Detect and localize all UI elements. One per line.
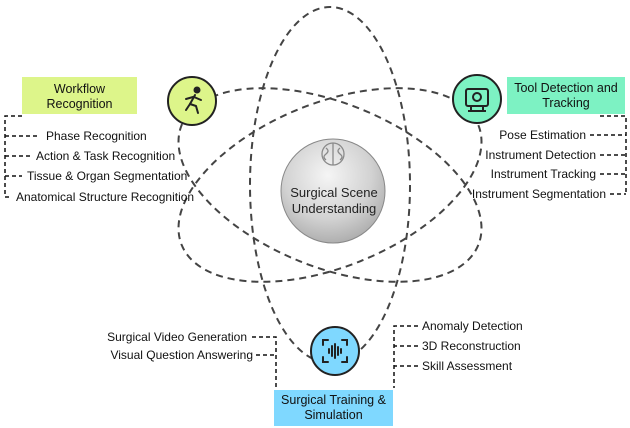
- workflow-item-phase: Phase Recognition: [46, 129, 147, 143]
- tool-title-box: Tool Detection and Tracking: [507, 77, 625, 114]
- training-title-line2: Simulation: [304, 408, 363, 422]
- tool-node: [452, 74, 502, 124]
- training-item-3d: 3D Reconstruction: [422, 339, 521, 353]
- training-item-video-generation: Surgical Video Generation: [107, 330, 247, 344]
- soundwave-scan-icon: [322, 339, 348, 363]
- center-line1: Surgical Scene: [290, 185, 378, 200]
- workflow-item-tissue: Tissue & Organ Segmentation: [27, 169, 188, 183]
- tool-item-segmentation: Instrument Segmentation: [471, 187, 606, 201]
- training-left-connector: [252, 336, 277, 388]
- orbit-diagonal-a: [177, 87, 483, 283]
- training-item-skill: Skill Assessment: [422, 359, 513, 373]
- tool-title-line1: Tool Detection and: [514, 81, 618, 95]
- workflow-title-line1: Workflow: [53, 82, 106, 96]
- training-right-connector: [393, 325, 418, 388]
- training-item-vqa: Visual Question Answering: [110, 348, 253, 362]
- workflow-title-box: Workflow Recognition: [22, 77, 137, 114]
- training-title-box: Surgical Training & Simulation: [274, 390, 393, 426]
- workflow-connector: [4, 115, 22, 197]
- training-item-anomaly: Anomaly Detection: [422, 319, 523, 333]
- tool-title-line2: Tracking: [542, 96, 590, 110]
- workflow-item-anatomical: Anatomical Structure Recognition: [16, 190, 195, 204]
- camera-tracking-icon: [465, 88, 489, 112]
- tool-item-detection: Instrument Detection: [485, 148, 596, 162]
- training-title-line1: Surgical Training &: [281, 393, 386, 407]
- workflow-item-action: Action & Task Recognition: [36, 149, 176, 163]
- center-line2: Understanding: [291, 201, 377, 216]
- tool-item-tracking: Instrument Tracking: [490, 167, 596, 181]
- tool-connector: [600, 115, 627, 194]
- orbit-diagonal-b: [177, 87, 483, 283]
- workflow-title-line2: Recognition: [46, 97, 113, 111]
- brain-icon: [321, 142, 345, 166]
- tool-item-pose: Pose Estimation: [499, 128, 586, 142]
- center-label: Surgical Scene Understanding: [282, 185, 386, 217]
- center-node: [280, 138, 386, 244]
- running-person-icon: [185, 86, 202, 114]
